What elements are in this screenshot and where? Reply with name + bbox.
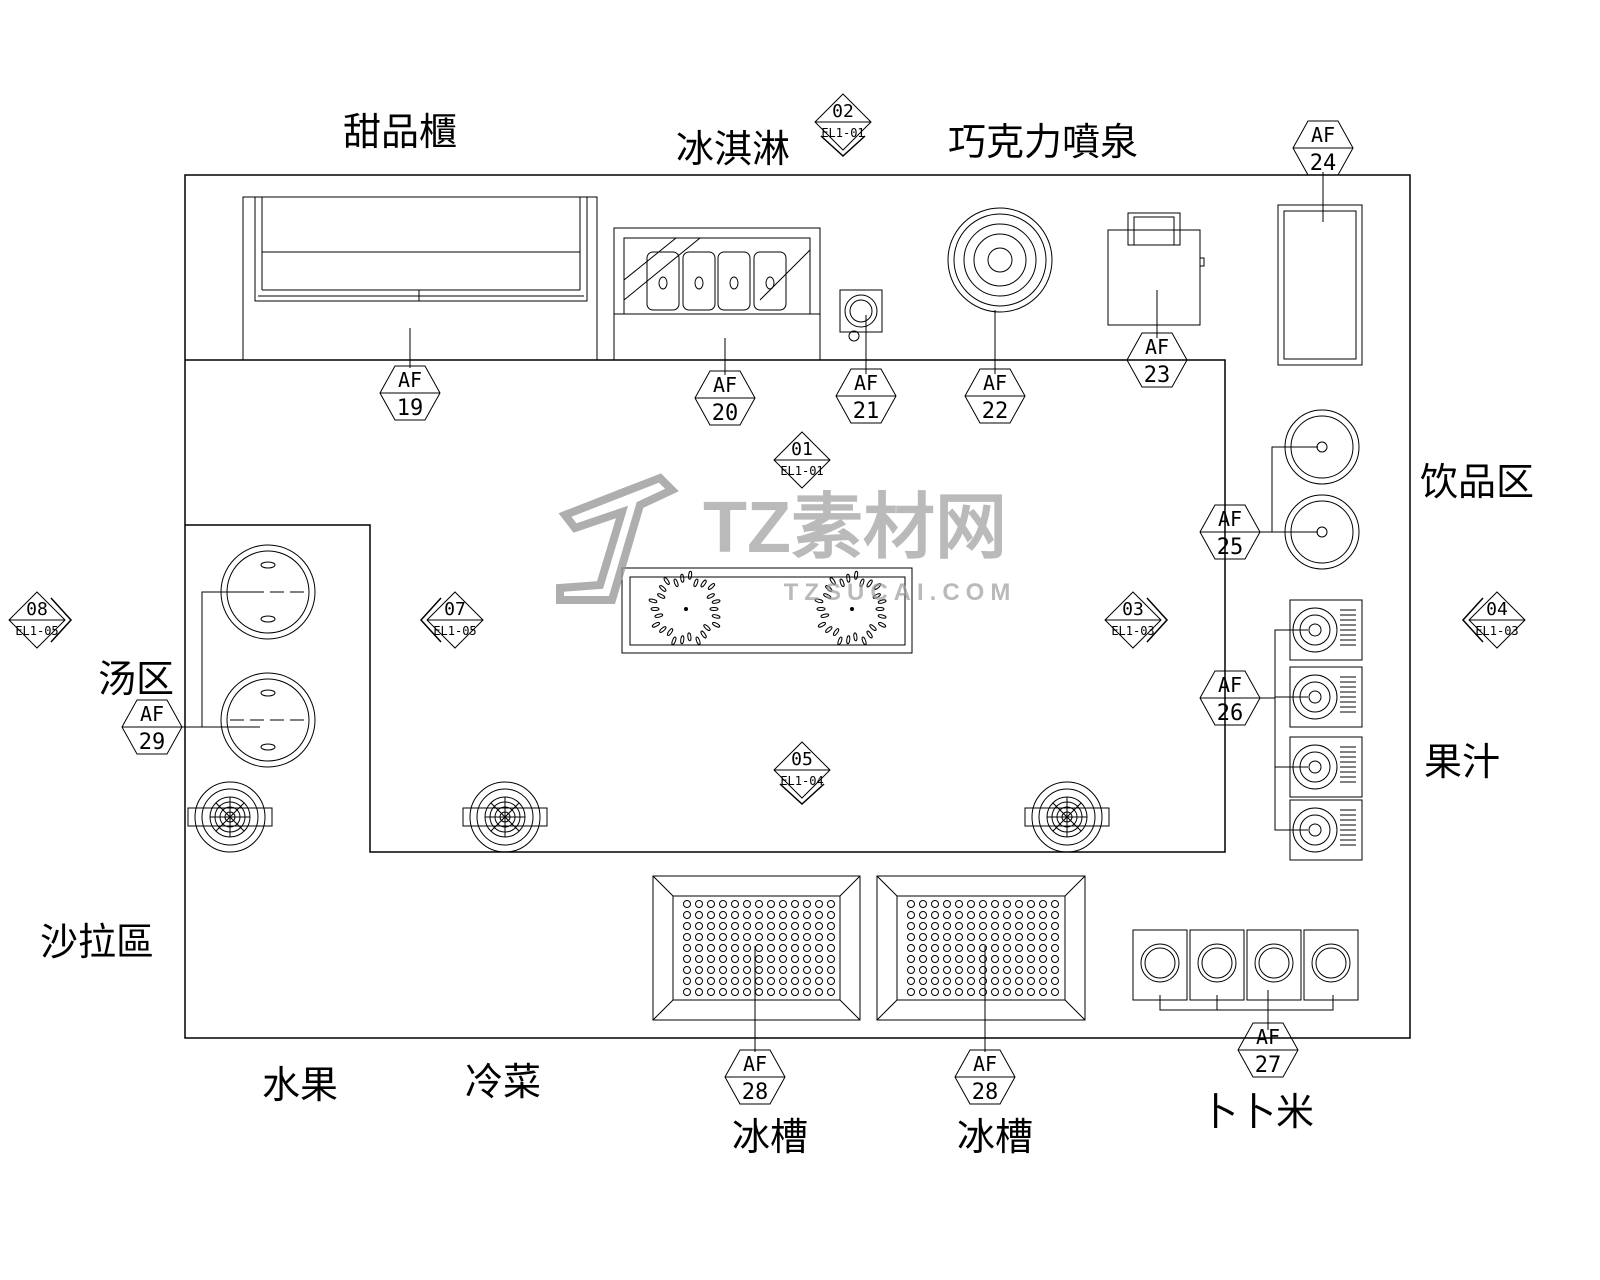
af-marker: AF 27: [1237, 1022, 1299, 1078]
watermark: TZ素材网 TZSUCAI.COM: [556, 473, 1017, 606]
label-soup-area: 汤区: [98, 657, 174, 701]
af-marker: AF 20: [694, 370, 756, 426]
af-marker-number: 28: [742, 1080, 769, 1105]
elevation-number: 03: [1122, 599, 1144, 620]
af-marker: AF 25: [1199, 504, 1261, 560]
af-marker-code: AF: [713, 373, 737, 397]
label-cold-dishes: 冷菜: [465, 1060, 541, 1104]
elevation-number: 04: [1486, 599, 1508, 620]
dispenser-unit: [839, 289, 883, 374]
af-marker-number: 20: [712, 401, 739, 426]
af-marker: AF 19: [379, 365, 441, 421]
counter-outer-outline: [184, 174, 1411, 1039]
label-fruit: 水果: [262, 1063, 338, 1107]
soup-pots: [180, 544, 316, 768]
af-marker: AF 28: [954, 1049, 1016, 1105]
cooking-griddle: [621, 567, 913, 654]
af-marker-code: AF: [398, 368, 422, 392]
elevation-reference: EL1-01: [821, 126, 864, 140]
af-marker: AF 23: [1126, 332, 1188, 388]
elevation-number: 01: [791, 439, 813, 460]
af-marker-number: 29: [139, 730, 166, 755]
af-marker-code: AF: [1218, 673, 1242, 697]
af-marker: AF 29: [121, 699, 183, 755]
label-drinks-area: 饮品区: [1420, 460, 1534, 504]
counter-inner-outline: [185, 359, 1226, 853]
drink-machine: [1107, 212, 1205, 338]
elevation-number: 08: [26, 599, 48, 620]
elevation-reference: EL1-03: [1475, 624, 1518, 638]
elevation-reference: EL1-05: [433, 624, 476, 638]
af-marker-number: 25: [1217, 535, 1244, 560]
elevation-reference: EL1-05: [15, 624, 58, 638]
af-marker: AF 28: [724, 1049, 786, 1105]
elevation-reference: EL1-03: [1111, 624, 1154, 638]
af-marker-code: AF: [854, 371, 878, 395]
af-marker: AF 24: [1292, 120, 1354, 176]
label-popcorn: 卜卜米: [1200, 1090, 1314, 1134]
elevation-reference: EL1-04: [780, 774, 823, 788]
af-marker-code: AF: [140, 702, 164, 726]
af-marker-number: 22: [982, 399, 1009, 424]
af-marker-number: 21: [853, 399, 880, 424]
watermark-url: TZSUCAI.COM: [784, 579, 1017, 606]
label-ice-tank-2: 冰槽: [957, 1115, 1033, 1159]
watermark-title: TZ素材网: [703, 488, 1007, 568]
heat-lamps: [187, 781, 1110, 853]
drink-dispensers: [1252, 409, 1360, 570]
juice-machines: [1252, 599, 1363, 861]
af-marker: AF 21: [835, 368, 897, 424]
label-chocolate-fountain: 巧克力噴泉: [948, 120, 1138, 164]
label-ice-tank-1: 冰槽: [732, 1115, 808, 1159]
elevation-number: 07: [444, 599, 466, 620]
af-marker-code: AF: [1145, 335, 1169, 359]
af-marker-code: AF: [983, 371, 1007, 395]
elevation-number: 05: [791, 749, 813, 770]
af-marker-number: 27: [1255, 1053, 1282, 1078]
chocolate-fountain: [947, 207, 1053, 374]
af-marker-number: 26: [1217, 701, 1244, 726]
dessert-cabinet: [242, 196, 598, 368]
label-salad-area: 沙拉區: [40, 920, 154, 964]
af-marker-code: AF: [1256, 1025, 1280, 1049]
af-marker-code: AF: [973, 1052, 997, 1076]
cooler-cabinet: [1277, 172, 1363, 366]
af-marker-number: 28: [972, 1080, 999, 1105]
af-marker-code: AF: [1218, 507, 1242, 531]
label-ice-cream: 冰淇淋: [676, 127, 790, 171]
ice-tanks: [652, 875, 1086, 1052]
label-juice: 果汁: [1424, 740, 1500, 784]
label-dessert-cabinet: 甜品櫃: [343, 110, 457, 154]
elevation-number: 02: [832, 101, 854, 122]
af-marker-number: 24: [1310, 151, 1337, 176]
af-marker: AF 22: [964, 368, 1026, 424]
elevation-reference: EL1-01: [780, 464, 823, 478]
popcorn-machines: [1132, 929, 1359, 1030]
ice-cream-display: [613, 227, 821, 375]
af-marker-code: AF: [743, 1052, 767, 1076]
af-marker-number: 19: [397, 396, 424, 421]
af-marker-code: AF: [1311, 123, 1335, 147]
af-marker-number: 23: [1144, 363, 1171, 388]
af-marker: AF 26: [1199, 670, 1261, 726]
